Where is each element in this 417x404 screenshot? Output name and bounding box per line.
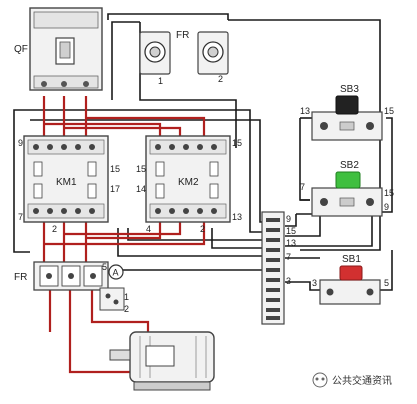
km2-terminal-4: 4 <box>146 224 151 234</box>
sb3-label: SB3 <box>340 84 359 95</box>
sb1-terminal-3: 3 <box>312 278 317 288</box>
km2-terminal-15-right: 15 <box>232 138 242 148</box>
fr-top-pin-1: 1 <box>158 76 163 86</box>
km2-terminal-2: 2 <box>200 224 205 234</box>
fr-left-pin-2: 2 <box>124 304 129 314</box>
pushbutton-sb1[interactable] <box>319 265 381 305</box>
control-wiring <box>13 13 393 291</box>
sb2-terminal-9: 9 <box>384 202 389 212</box>
pushbutton-sb3[interactable] <box>311 95 383 141</box>
sb2-label: SB2 <box>340 160 359 171</box>
strip-terminal-15: 15 <box>286 226 296 236</box>
contactor-km2[interactable] <box>145 135 231 223</box>
ammeter[interactable] <box>108 264 124 280</box>
strip-terminal-9: 9 <box>286 214 291 224</box>
watermark-text: 公共交通资讯 <box>332 374 392 387</box>
sb1-label: SB1 <box>342 254 361 265</box>
fr-top-pin-2: 2 <box>218 74 223 84</box>
fr-top-relay-2[interactable] <box>197 31 229 75</box>
motor[interactable] <box>109 331 215 391</box>
fr-left-pin-5: 5 <box>102 262 107 272</box>
fr-left-label: FR <box>14 272 27 283</box>
km1-terminal-17: 17 <box>110 184 120 194</box>
fr-top-relay-1[interactable] <box>139 31 171 75</box>
strip-terminal-7: 7 <box>286 252 291 262</box>
sb1-terminal-5: 5 <box>384 278 389 288</box>
km1-terminal-7: 7 <box>18 212 23 222</box>
strip-terminal-13: 13 <box>286 238 296 248</box>
km1-terminal-15: 15 <box>110 164 120 174</box>
km2-terminal-14: 14 <box>136 184 146 194</box>
sb3-terminal-13: 13 <box>300 106 310 116</box>
km1-terminal-9: 9 <box>18 138 23 148</box>
sb2-terminal-7: 7 <box>300 182 305 192</box>
fr-left-pin-1: 1 <box>124 292 129 302</box>
qf-label: QF <box>14 44 28 55</box>
thermal-relay-fr[interactable] <box>33 261 125 311</box>
sb2-terminal-15: 15 <box>384 188 394 198</box>
sb3-terminal-15: 15 <box>384 106 394 116</box>
watermark: 公共交通资讯 <box>312 372 392 388</box>
strip-terminal-3: 3 <box>286 276 291 286</box>
contactor-km1[interactable] <box>23 135 109 223</box>
terminal-strip[interactable] <box>261 211 285 325</box>
breaker-qf[interactable] <box>29 7 103 91</box>
ammeter-label: A <box>113 268 119 278</box>
km2-label: KM2 <box>178 177 199 188</box>
km1-label: KM1 <box>56 177 77 188</box>
km1-terminal-2: 2 <box>52 224 57 234</box>
pushbutton-sb2[interactable] <box>311 171 383 217</box>
km2-terminal-13: 13 <box>232 212 242 222</box>
km2-terminal-15-left: 15 <box>136 164 146 174</box>
fr-top-label: FR <box>176 30 189 41</box>
